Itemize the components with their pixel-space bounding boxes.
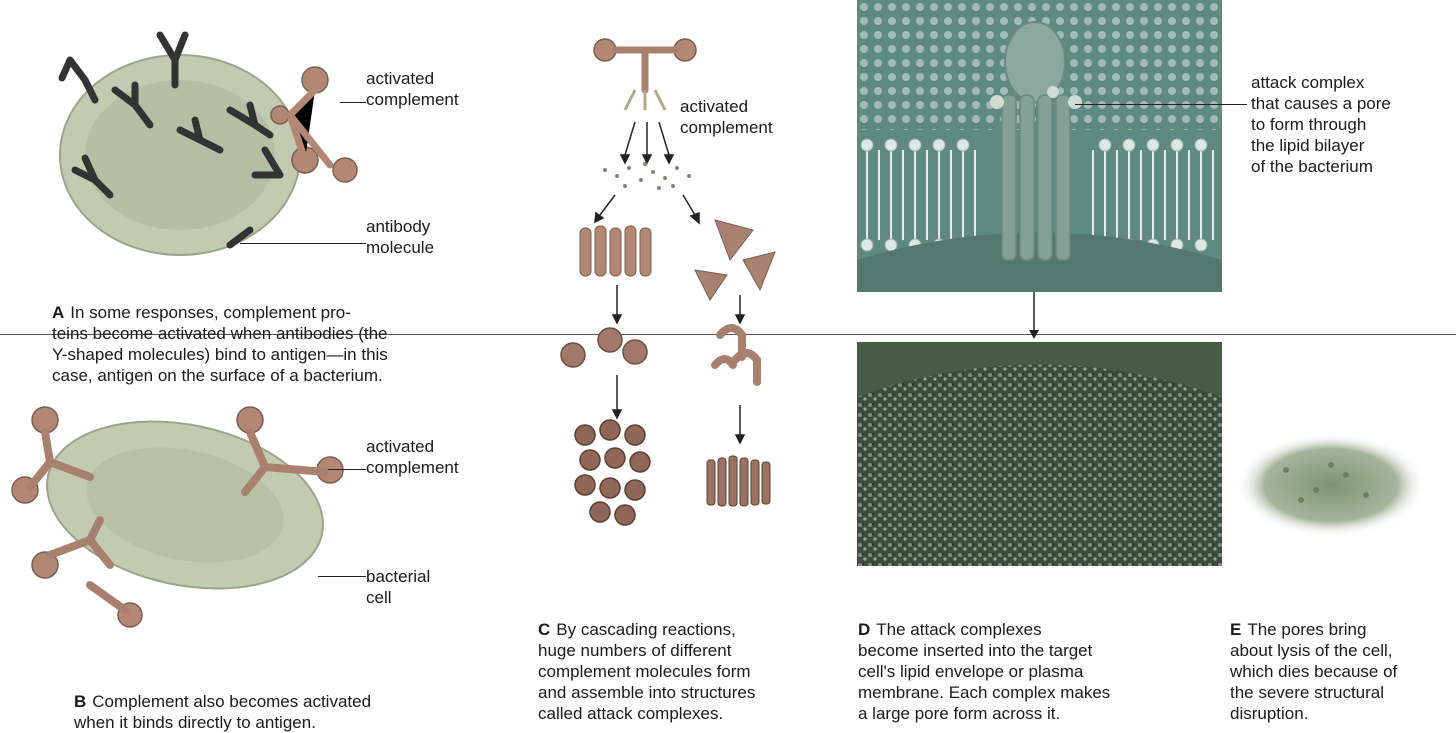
- panel-c-activated-label: activated complement: [680, 96, 773, 138]
- panel-d-membrane-image: [857, 0, 1222, 292]
- panel-d-surface-image: [857, 342, 1222, 566]
- panel-d-caption: DThe attack complexes become inserted in…: [858, 598, 1110, 724]
- panel-d-attack-leader: [1075, 104, 1247, 105]
- panel-b-cell-label: bacterial cell: [366, 566, 430, 608]
- panel-c-caption: CBy cascading reactions, huge numbers of…: [538, 598, 755, 724]
- panel-a-activated-leader: [340, 102, 366, 103]
- panel-d-attack-label: attack complex that causes a pore to for…: [1251, 72, 1391, 177]
- panel-d-arrow: [1024, 292, 1044, 340]
- panel-b-activated-label: activated complement: [366, 436, 459, 478]
- panel-e-caption-text: The pores bring about lysis of the cell,…: [1230, 620, 1397, 723]
- panel-a-caption-text: In some responses, complement pro- teins…: [52, 303, 388, 385]
- panel-d-caption-text: The attack complexes become inserted int…: [858, 620, 1110, 723]
- panel-e-letter: E: [1230, 620, 1241, 639]
- panel-e-caption: EThe pores bring about lysis of the cell…: [1230, 598, 1397, 724]
- panel-b-cell-leader: [318, 576, 366, 577]
- panel-c-letter: C: [538, 620, 550, 639]
- panel-a-illustration: [30, 20, 370, 280]
- panel-b-caption-text: Complement also becomes activated when i…: [74, 692, 371, 732]
- panel-b-activated-leader: [328, 469, 366, 470]
- panel-e-lysed-cell: [1236, 430, 1436, 540]
- panel-a-antibody-leader: [240, 243, 366, 244]
- panel-b-caption: BComplement also becomes activated when …: [74, 670, 371, 733]
- panel-a-caption: AIn some responses, complement pro- tein…: [52, 281, 388, 386]
- panel-a-antibody-label: antibody molecule: [366, 216, 434, 258]
- panel-d-letter: D: [858, 620, 870, 639]
- panel-a-letter: A: [52, 303, 64, 322]
- panel-b-illustration: [5, 400, 345, 630]
- panel-c-caption-text: By cascading reactions, huge numbers of …: [538, 620, 755, 723]
- panel-b-letter: B: [74, 692, 86, 711]
- panel-a-activated-label: activated complement: [366, 68, 459, 110]
